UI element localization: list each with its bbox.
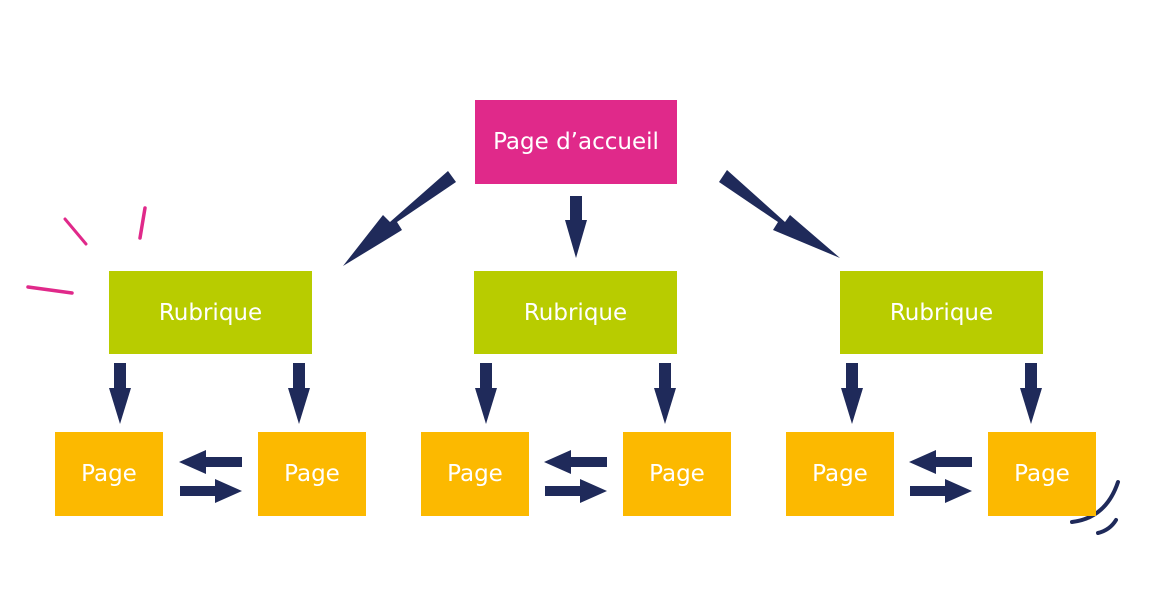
arrow-home-to-section-2 (565, 196, 587, 258)
page-box-1-2[interactable]: Page (258, 432, 366, 516)
page-link-arrows (179, 450, 972, 503)
section-label: Rubrique (523, 299, 628, 326)
page-label: Page (1014, 461, 1070, 487)
home-to-section-arrows (343, 170, 840, 266)
down-arrow (1020, 363, 1042, 424)
page-label: Page (812, 461, 868, 487)
bidirectional-arrow (544, 450, 607, 503)
down-arrow (475, 363, 497, 424)
emphasis-mark (63, 217, 88, 246)
arrow-home-to-section-3 (719, 170, 840, 258)
decorative-swoosh (1070, 480, 1120, 535)
page-label: Page (284, 461, 340, 487)
emphasis-marks (26, 206, 147, 295)
bidirectional-arrow (179, 450, 242, 503)
section-box-1[interactable]: Rubrique (109, 271, 312, 354)
arrow-home-to-section-1 (343, 171, 456, 266)
home-page-label: Page d’accueil (493, 129, 659, 155)
section-label: Rubrique (158, 299, 263, 326)
page-label: Page (81, 461, 137, 487)
home-page-box[interactable]: Page d’accueil (475, 100, 677, 184)
section-box-3[interactable]: Rubrique (840, 271, 1043, 354)
emphasis-mark (26, 285, 74, 295)
emphasis-mark (138, 206, 147, 240)
down-arrow (654, 363, 676, 424)
page-box-2-1[interactable]: Page (421, 432, 529, 516)
page-label: Page (649, 461, 705, 487)
section-label: Rubrique (889, 299, 994, 326)
down-arrow (109, 363, 131, 424)
page-box-3-2[interactable]: Page (988, 432, 1096, 516)
page-label: Page (447, 461, 503, 487)
down-arrow (288, 363, 310, 424)
down-arrow (841, 363, 863, 424)
page-box-3-1[interactable]: Page (786, 432, 894, 516)
page-box-2-2[interactable]: Page (623, 432, 731, 516)
page-box-1-1[interactable]: Page (55, 432, 163, 516)
section-box-2[interactable]: Rubrique (474, 271, 677, 354)
bidirectional-arrow (909, 450, 972, 503)
section-to-page-arrows (109, 363, 1042, 424)
